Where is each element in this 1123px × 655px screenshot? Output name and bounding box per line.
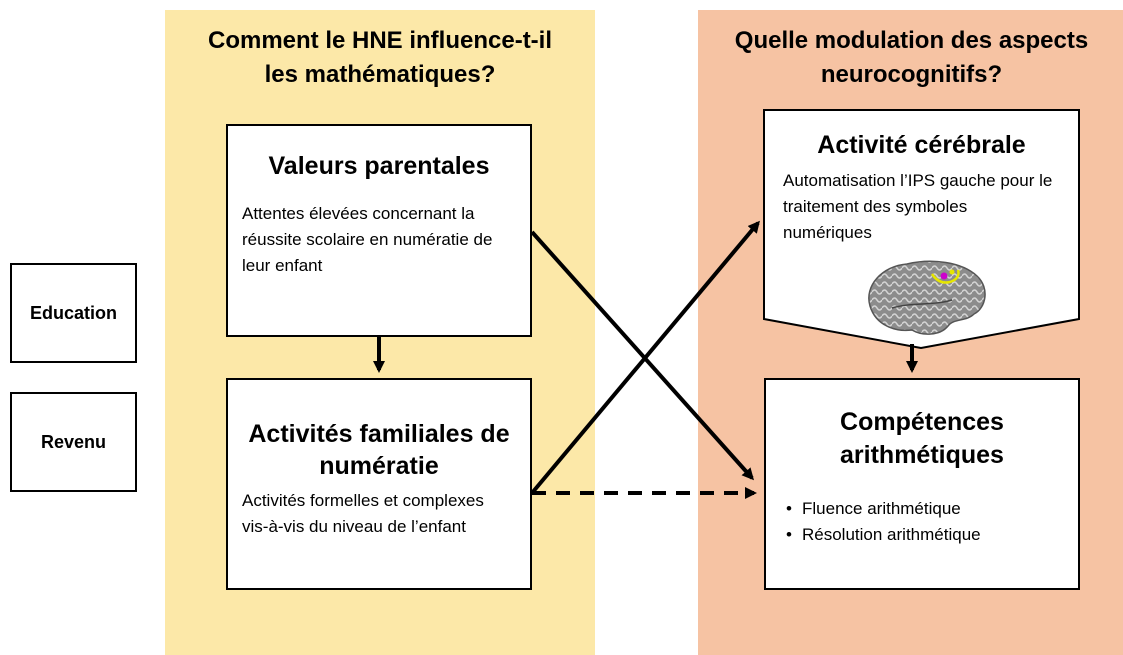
right-title-line1: Quelle modulation des aspects xyxy=(734,27,1089,54)
left-title-line2: les mathématiques? xyxy=(264,61,496,88)
valeurs-title: Valeurs parentales xyxy=(268,152,490,180)
valeurs-parentales-box: Valeurs parentales Attentes élevées conc… xyxy=(226,124,532,337)
activites-familiales-box: Activités familiales de numératie Activi… xyxy=(226,378,532,590)
activites-body: Activités formelles et complexes vis-à-v… xyxy=(242,491,484,536)
valeurs-body: Attentes élevées concernant la réussite … xyxy=(242,204,493,275)
activite-cerebrale-box xyxy=(763,109,1080,349)
education-box: Education xyxy=(10,263,137,363)
competences-title: Compétences arithmétiques xyxy=(840,408,1004,469)
competences-box: Compétences arithmétiques Fluence arithm… xyxy=(764,378,1080,590)
arrow-activites-to-cerebrale xyxy=(530,220,760,495)
competences-item: Résolution arithmétique xyxy=(786,522,1078,548)
competences-item: Fluence arithmétique xyxy=(786,496,1078,522)
education-label: Education xyxy=(29,302,117,323)
revenu-box: Revenu xyxy=(10,392,137,492)
right-panel-title: Quelle modulation des aspects neurocogni… xyxy=(698,24,1123,92)
arrow-valeurs-to-competences xyxy=(530,230,754,481)
cerebrale-title: Activité cérébrale xyxy=(817,131,1026,159)
left-panel-title: Comment le HNE influence-t-il les mathém… xyxy=(165,24,595,92)
cerebrale-body: Automatisation l’IPS gauche pour le trai… xyxy=(783,171,1053,242)
activite-cerebrale-content: Activité cérébrale Automatisation l’IPS … xyxy=(765,111,1078,246)
right-title-line2: neurocognitifs? xyxy=(820,61,1003,88)
brain-icon xyxy=(868,260,986,335)
competences-list: Fluence arithmétique Résolution arithmét… xyxy=(782,496,1078,548)
left-title-line1: Comment le HNE influence-t-il xyxy=(207,27,553,54)
activites-title: Activités familiales de numératie xyxy=(248,420,510,480)
revenu-label: Revenu xyxy=(40,431,107,452)
